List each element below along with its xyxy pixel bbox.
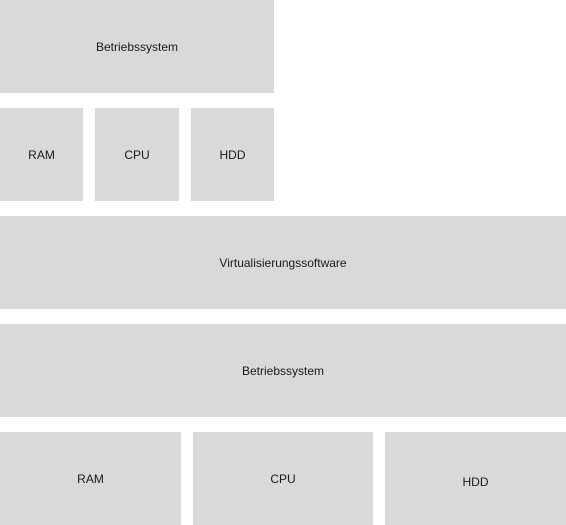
host-hdd-label: HDD xyxy=(462,474,489,489)
host-hdd-block: HDD xyxy=(385,432,566,525)
guest-operating-system-block: Betriebssystem xyxy=(0,0,274,93)
guest-ram-label: RAM xyxy=(28,147,55,162)
host-cpu-label: CPU xyxy=(270,471,296,486)
guest-cpu-block: CPU xyxy=(95,108,179,201)
host-operating-system-label: Betriebssystem xyxy=(241,363,325,378)
guest-cpu-label: CPU xyxy=(124,147,150,162)
host-ram-label: RAM xyxy=(77,471,104,486)
virtualization-software-label: Virtualisierungssoftware xyxy=(219,255,347,270)
guest-hdd-block: HDD xyxy=(191,108,274,201)
host-operating-system-block: Betriebssystem xyxy=(0,324,566,417)
guest-ram-block: RAM xyxy=(0,108,83,201)
host-cpu-block: CPU xyxy=(193,432,373,525)
guest-hdd-label: HDD xyxy=(219,147,246,162)
virtualization-software-block: Virtualisierungssoftware xyxy=(0,216,566,309)
host-ram-block: RAM xyxy=(0,432,181,525)
guest-operating-system-label: Betriebssystem xyxy=(95,39,179,54)
